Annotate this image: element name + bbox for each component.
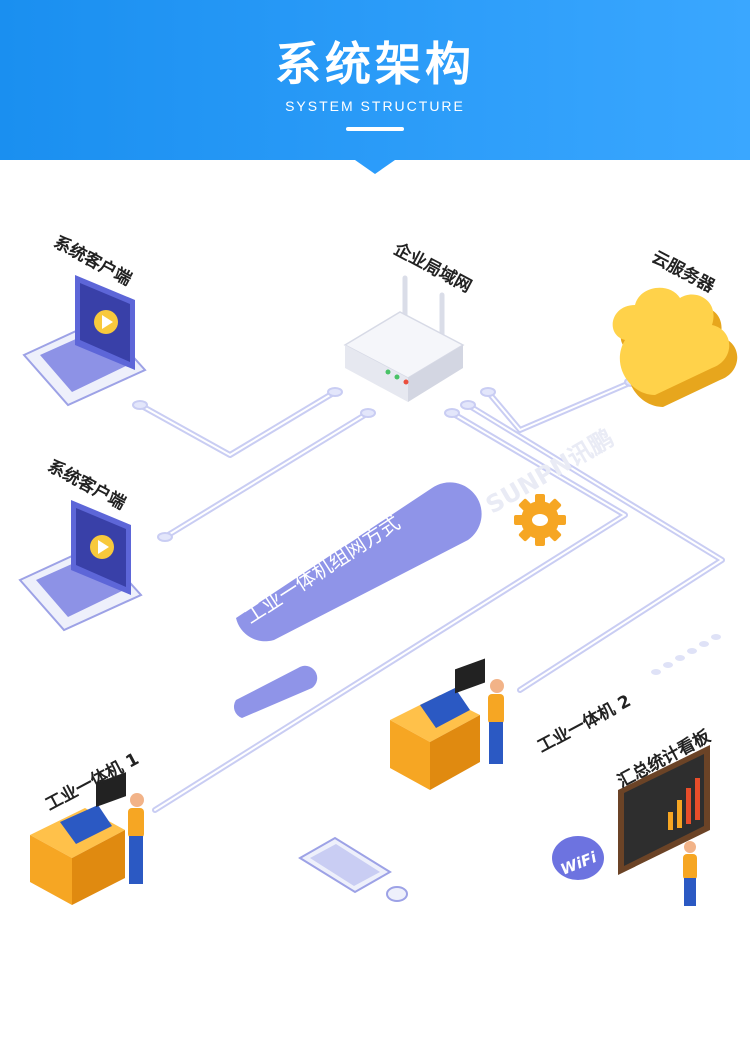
header-notch xyxy=(355,160,395,174)
keyboard-icon xyxy=(298,836,392,894)
laptop-top-icon xyxy=(22,275,147,407)
cloud-server-icon xyxy=(612,287,738,407)
router-icon xyxy=(343,275,465,402)
machine-2-icon xyxy=(390,658,504,790)
wifi-dots xyxy=(651,634,721,675)
header-banner xyxy=(0,0,750,160)
center-pill xyxy=(236,482,482,642)
page-title: 系统架构 xyxy=(275,37,475,91)
mouse-icon xyxy=(386,886,408,902)
statistics-board-icon xyxy=(618,745,710,906)
line-endpoints xyxy=(132,377,640,542)
line-client-top xyxy=(137,389,338,458)
small-pill xyxy=(233,665,318,718)
page-subtitle: SYSTEM STRUCTURE xyxy=(285,98,465,114)
laptop-bottom-icon xyxy=(18,500,143,632)
machine-1-icon xyxy=(30,772,144,905)
line-cloud xyxy=(485,379,635,433)
title-underline xyxy=(346,127,404,131)
gear-icon xyxy=(514,494,566,546)
wifi-badge-icon xyxy=(552,836,604,880)
